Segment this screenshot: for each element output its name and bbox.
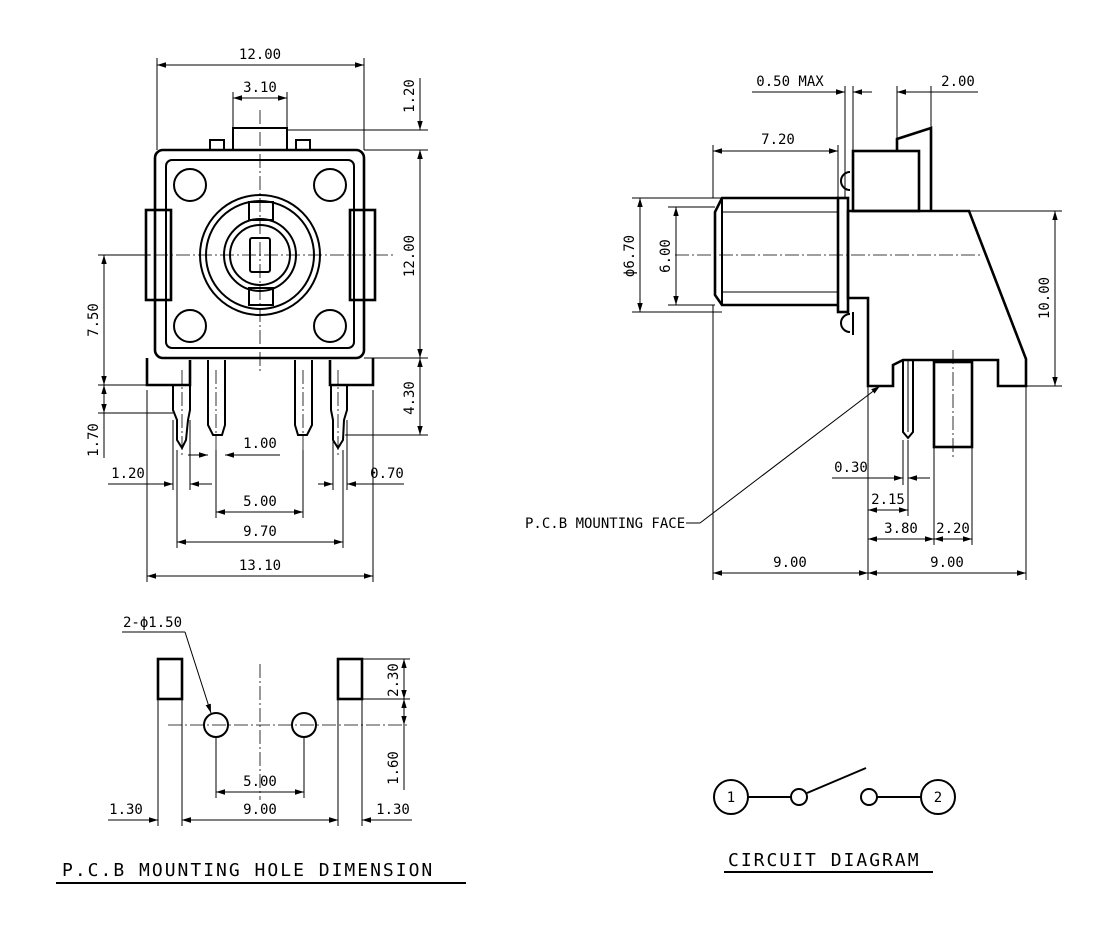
dim-shaft-length: 7.20 (761, 132, 795, 148)
side-view: 0.50 MAX 2.00 7.20 ϕ6.70 6.00 10.00 0.30 (525, 74, 1062, 580)
dim-actuator: 3.10 (243, 80, 277, 96)
circuit-diagram: 1 2 CIRCUIT DIAGRAM (713, 767, 956, 873)
front-view: 12.00 3.10 1.20 12.00 4.30 7.50 1.70 (86, 47, 428, 582)
pcb-mounting-face-label: P.C.B MOUNTING FACE (525, 516, 685, 532)
dim-center-to-pin: 7.50 (86, 303, 102, 337)
dim-right-pin: 0.70 (370, 466, 404, 482)
pin-2-label: 2 (934, 790, 942, 806)
dim-overall-width: 13.10 (239, 558, 281, 574)
dim-pin-width: 1.00 (243, 436, 277, 452)
circuit-title: CIRCUIT DIAGRAM (728, 850, 921, 871)
dim-slot-height: 2.30 (386, 663, 402, 697)
dim-lead-thickness: 0.30 (834, 460, 868, 476)
dim-hole-pitch: 5.00 (243, 774, 277, 790)
dim-holes: 2-ϕ1.50 (123, 615, 182, 631)
dim-left-depth: 9.00 (773, 555, 807, 571)
dim-slot-pitch: 9.00 (243, 802, 277, 818)
dim-lead-width: 2.20 (936, 521, 970, 537)
dim-tab: 2.00 (941, 74, 975, 90)
dim-body-to-tip: 4.30 (402, 381, 418, 415)
dim-inner-dia: 6.00 (658, 239, 674, 273)
pcb-holes-title: P.C.B MOUNTING HOLE DIMENSION (62, 860, 434, 881)
dim-left-pin: 1.20 (111, 466, 145, 482)
dim-lead-pitch: 3.80 (884, 521, 918, 537)
pcb-hole-pattern: 2-ϕ1.50 2.30 1.60 5.00 9.00 1.30 1.30 P.… (56, 615, 466, 884)
dim-top-offset: 1.20 (402, 79, 418, 113)
dim-lead-offset: 2.15 (871, 492, 905, 508)
dim-right-slot: 1.30 (376, 802, 410, 818)
dim-outer-dia: ϕ6.70 (622, 235, 638, 277)
dim-body-height: 10.00 (1037, 277, 1053, 319)
dim-height: 12.00 (402, 235, 418, 277)
dim-width-top: 12.00 (239, 47, 281, 63)
dim-outer-pin-pitch: 9.70 (243, 524, 277, 540)
dim-right-depth: 9.00 (930, 555, 964, 571)
dim-pin-pitch: 5.00 (243, 494, 277, 510)
pin-1-label: 1 (727, 790, 735, 806)
dim-slot-to-hole: 1.60 (386, 751, 402, 785)
dim-left-slot: 1.30 (109, 802, 143, 818)
dim-max-offset: 0.50 MAX (756, 74, 824, 90)
dim-tip: 1.70 (86, 423, 102, 457)
